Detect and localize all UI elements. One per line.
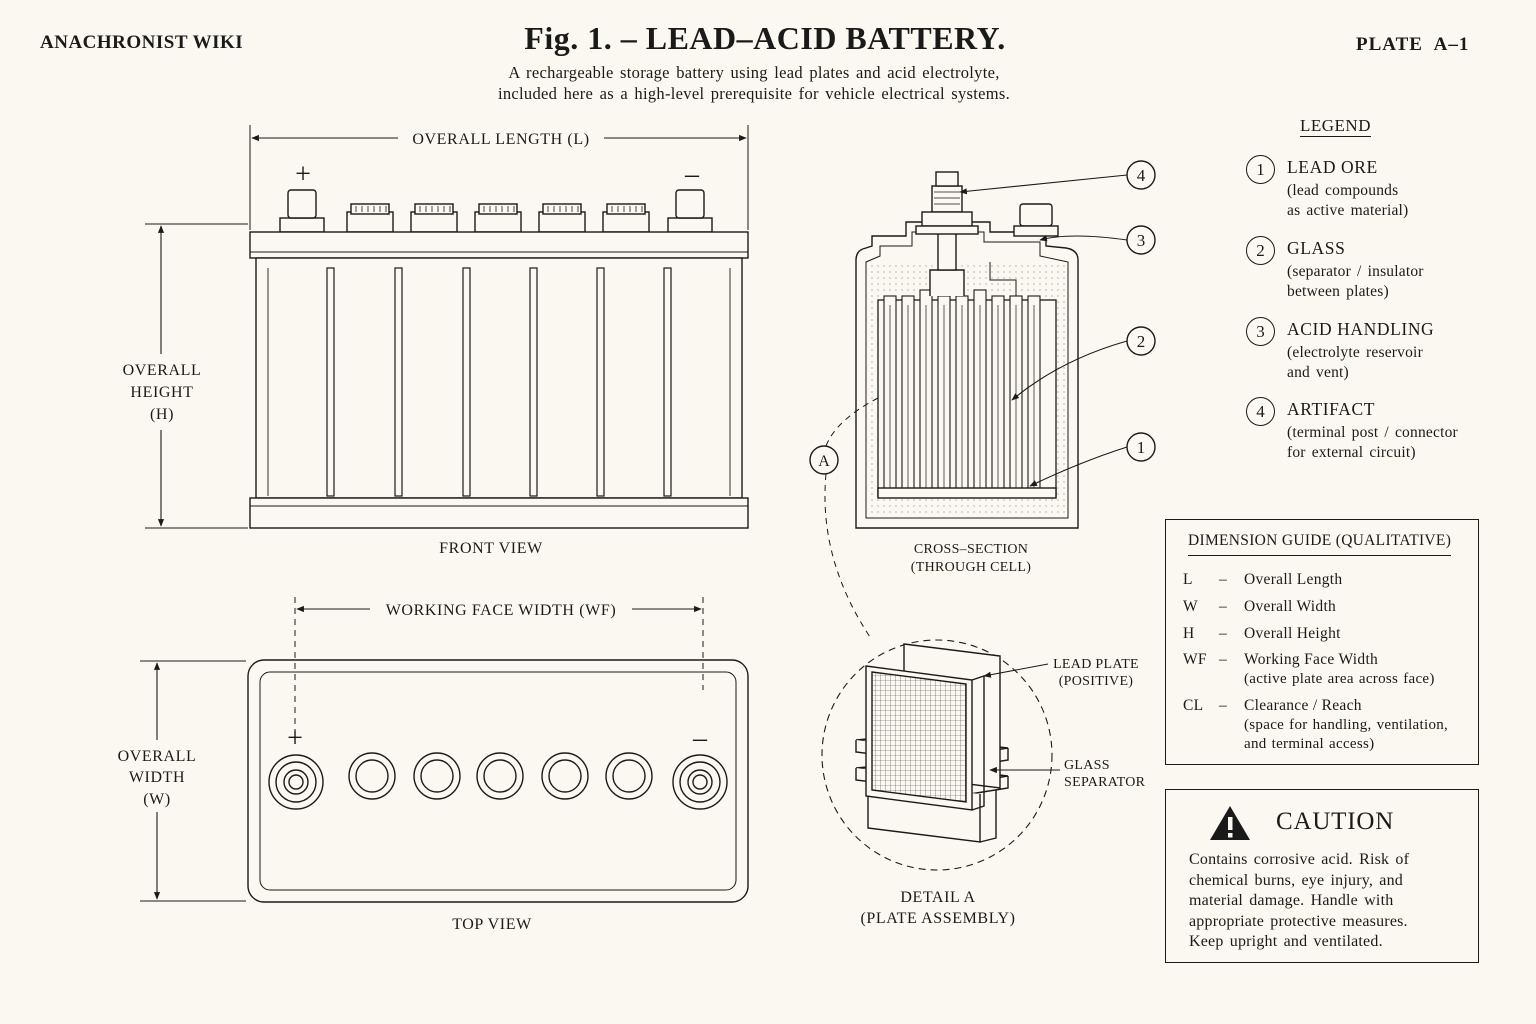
legend-number: 2: [1246, 236, 1275, 265]
figure-subtitle: A rechargeable storage battery using lea…: [0, 62, 1508, 104]
dimension-code: L: [1183, 571, 1193, 588]
legend-description: (lead compounds as active material): [1287, 181, 1408, 220]
dimension-guide-box: DIMENSION GUIDE (QUALITATIVE) L – Overal…: [1165, 519, 1479, 765]
subtitle-line-2: included here as a high-level prerequisi…: [497, 84, 1011, 103]
detail-a-caption-1: DETAIL A: [900, 889, 975, 906]
dimension-term: Overall Height: [1244, 625, 1341, 642]
dimension-term: Clearance / Reach: [1244, 697, 1362, 714]
caution-line: Keep upright and ventilated.: [1189, 933, 1383, 950]
overall-height-label-3: (H): [150, 406, 174, 423]
legend-name: GLASS: [1287, 238, 1346, 258]
callout-4: 4: [1137, 166, 1146, 185]
dimension-code: H: [1183, 625, 1195, 642]
dimension-guide-title: DIMENSION GUIDE (QUALITATIVE): [1188, 532, 1452, 556]
dimension-dash: –: [1219, 571, 1228, 588]
legend-desc-line: (terminal post / connector: [1287, 424, 1458, 441]
dimension-note-line: (space for handling, ventilation,: [1244, 717, 1449, 733]
legend-item-artifact: 4 ARTIFACT (terminal post / connector fo…: [1246, 397, 1516, 467]
caution-line: chemical burns, eye injury, and: [1189, 871, 1403, 889]
overall-height-label-1: OVERALL: [123, 362, 202, 379]
legend-item-glass: 2 GLASS (separator / insulator between p…: [1246, 236, 1516, 306]
front-negative-sign: –: [684, 159, 700, 190]
lead-plate-label-1: LEAD PLATE: [1053, 657, 1139, 672]
lead-plate-label-2: (POSITIVE): [1059, 674, 1134, 689]
dimension-dash: –: [1219, 598, 1228, 615]
working-face-width-label: WORKING FACE WIDTH (WF): [386, 602, 617, 619]
top-negative-sign: –: [692, 723, 708, 754]
caution-line: Contains corrosive acid. Risk of: [1189, 851, 1410, 868]
dimension-code: W: [1183, 598, 1198, 615]
dimension-note-line: (active plate area across face): [1244, 671, 1435, 687]
legend-description: (terminal post / connector for external …: [1287, 423, 1458, 462]
legend-item-lead-ore: 1 LEAD ORE (lead compounds as active mat…: [1246, 155, 1516, 225]
dimension-code: WF: [1183, 651, 1207, 668]
front-view-caption: FRONT VIEW: [439, 540, 543, 557]
legend-desc-line: for external circuit): [1287, 443, 1416, 461]
caution-box: CAUTION Contains corrosive acid. Risk of…: [1165, 789, 1479, 963]
cross-section-caption-2: (THROUGH CELL): [911, 560, 1031, 575]
plate-number: PLATE A–1: [1356, 34, 1470, 55]
overall-width-label-3: (W): [143, 791, 171, 808]
dimension-note: (active plate area across face): [1244, 670, 1435, 689]
top-view: [140, 597, 749, 903]
cross-section: [809, 160, 1156, 641]
legend-name: LEAD ORE: [1287, 157, 1378, 177]
warning-triangle-icon: [1210, 806, 1250, 840]
legend-name: ARTIFACT: [1287, 399, 1376, 419]
glass-separator-label-2: SEPARATOR: [1064, 775, 1146, 790]
front-view: [145, 125, 749, 529]
dimension-term: Overall Width: [1244, 598, 1337, 615]
subtitle-line-1: A rechargeable storage battery using lea…: [508, 63, 1000, 82]
legend-description: (separator / insulator between plates): [1287, 262, 1424, 301]
legend-desc-line: (lead compounds: [1287, 182, 1399, 199]
dimension-note: (space for handling, ventilation, and te…: [1244, 716, 1448, 754]
dimension-code: CL: [1183, 697, 1204, 714]
figure-title: Fig. 1. – LEAD–ACID BATTERY.: [524, 20, 1006, 56]
legend-number: 4: [1246, 397, 1275, 426]
dimension-dash: –: [1219, 651, 1228, 668]
legend-desc-line: (separator / insulator: [1287, 263, 1424, 280]
top-positive-sign: +: [287, 723, 303, 754]
legend-name: ACID HANDLING: [1287, 319, 1435, 339]
overall-width-label-2: WIDTH: [129, 769, 185, 786]
dimension-note-line: and terminal access): [1244, 736, 1375, 752]
caution-text: Contains corrosive acid. Risk of chemica…: [1189, 850, 1469, 953]
dimension-dash: –: [1219, 697, 1228, 714]
legend-title: LEGEND: [1300, 116, 1371, 135]
glass-separator-label-1: GLASS: [1064, 758, 1110, 773]
legend-desc-line: (electrolyte reservoir: [1287, 344, 1423, 361]
wiki-name: ANACHRONIST WIKI: [40, 32, 244, 53]
dimension-term: Overall Length: [1244, 571, 1343, 588]
detail-marker-a: A: [818, 453, 830, 470]
detail-a-caption-2: (PLATE ASSEMBLY): [860, 910, 1015, 927]
front-positive-sign: +: [295, 159, 311, 190]
drawing-labels: + – OVERALL LENGTH (L) OVERALL HEIGHT (H…: [118, 131, 1146, 933]
cross-section-caption-1: CROSS–SECTION: [914, 542, 1028, 557]
caution-line: material damage. Handle with: [1189, 892, 1394, 909]
callout-1: 1: [1137, 438, 1146, 457]
dimension-dash: –: [1219, 625, 1228, 642]
detail-a: [821, 639, 1060, 871]
overall-width-label-1: OVERALL: [118, 748, 197, 765]
dimension-term: Working Face Width: [1244, 651, 1379, 668]
callout-3: 3: [1137, 231, 1146, 250]
legend-number: 1: [1246, 155, 1275, 184]
legend-description: (electrolyte reservoir and vent): [1287, 343, 1423, 382]
legend-desc-line: between plates): [1287, 282, 1389, 300]
legend-desc-line: as active material): [1287, 201, 1409, 219]
legend-item-acid-handling: 3 ACID HANDLING (electrolyte reservoir a…: [1246, 317, 1516, 387]
caution-line: appropriate protective measures.: [1189, 912, 1408, 930]
legend-desc-line: and vent): [1287, 363, 1349, 381]
overall-length-label: OVERALL LENGTH (L): [412, 131, 589, 148]
legend-number: 3: [1246, 317, 1275, 346]
top-view-caption: TOP VIEW: [452, 916, 532, 933]
overall-height-label-2: HEIGHT: [130, 384, 193, 401]
caution-title: CAUTION: [1276, 808, 1395, 835]
callout-2: 2: [1137, 332, 1146, 351]
